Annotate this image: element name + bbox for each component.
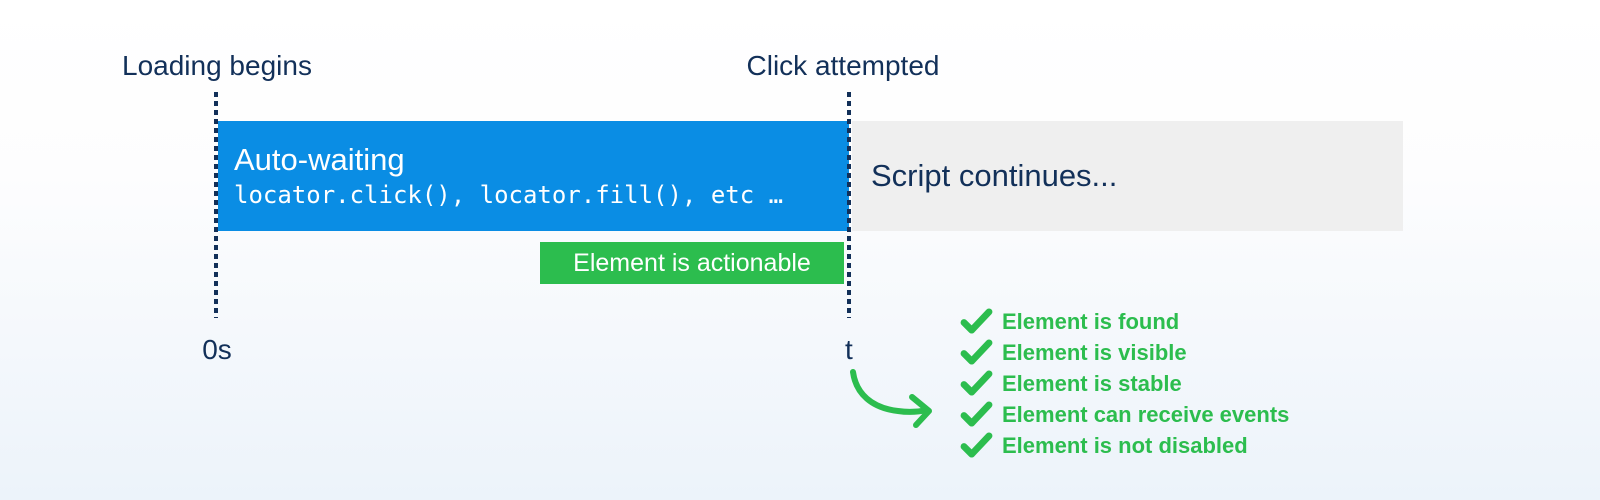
checklist-item: Element is not disabled [960,430,1289,461]
checklist-item: Element is visible [960,337,1289,368]
script-continues-bar: Script continues... [852,121,1403,231]
checkmark-icon [960,432,993,458]
auto-waiting-bar: Auto-waiting locator.click(), locator.fi… [218,121,849,231]
checklist-item-label: Element is found [1002,308,1180,334]
checklist-item-label: Element can receive events [1002,401,1290,427]
script-continues-label: Script continues... [871,157,1118,193]
timeline-end-line [847,92,851,318]
checklist-item: Element can receive events [960,399,1289,430]
timeline-start-line [214,92,218,318]
checkmark-icon [960,401,993,427]
checkmark-icon [960,370,993,396]
checklist-item-label: Element is visible [1002,339,1187,365]
click-attempted-label: Click attempted [746,50,940,81]
checklist-item-label: Element is stable [1002,370,1182,396]
tick-t: t [845,334,853,365]
element-actionable-badge: Element is actionable [540,242,844,284]
loading-begins-label: Loading begins [122,50,312,81]
auto-waiting-code: locator.click(), locator.fill(), etc … [234,181,784,210]
curved-arrow-icon [850,369,932,428]
checklist-item-label: Element is not disabled [1002,432,1248,458]
checkmark-icon [960,339,993,365]
checklist-item: Element is stable [960,368,1289,399]
auto-waiting-title: Auto-waiting [234,142,405,178]
actionability-checklist: Element is found Element is visible Elem… [960,306,1289,461]
checklist-item: Element is found [960,306,1289,337]
checkmark-icon [960,308,993,334]
tick-0s: 0s [202,334,232,365]
